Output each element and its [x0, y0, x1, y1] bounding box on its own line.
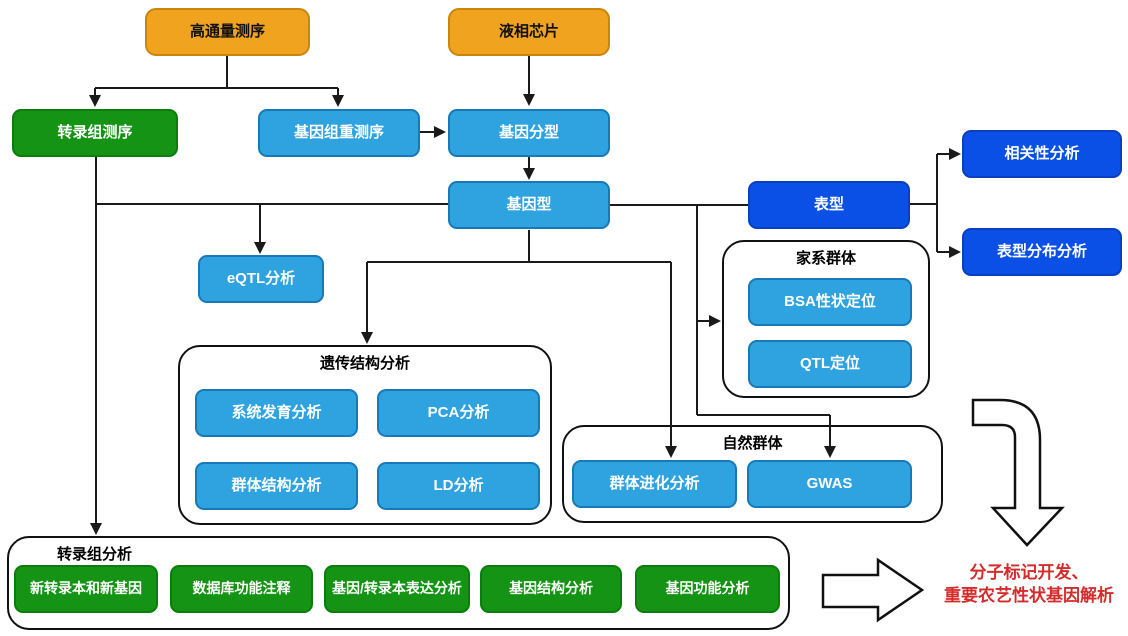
node-bsa-trait-mapping: BSA性状定位: [748, 278, 912, 326]
node-correlation-analysis: 相关性分析: [962, 130, 1122, 178]
node-phenotype-distribution-analysis: 表型分布分析: [962, 228, 1122, 276]
node-gene-transcript-expression-analysis: 基因/转录本表达分析: [324, 565, 470, 613]
result-text-line1: 分子标记开发、: [969, 563, 1089, 582]
node-liquid-chip: 液相芯片: [448, 8, 610, 56]
node-phenotype: 表型: [748, 181, 910, 229]
node-population-structure-analysis: 群体结构分析: [195, 462, 358, 510]
node-genotype: 基因型: [448, 181, 610, 229]
node-transcriptome-seq: 转录组测序: [12, 109, 178, 157]
node-eqtl-analysis: eQTL分析: [198, 255, 324, 303]
group-family-population-title: 家系群体: [795, 250, 856, 267]
node-genotyping: 基因分型: [448, 109, 610, 157]
node-novel-transcripts-and-genes: 新转录本和新基因: [14, 565, 158, 613]
node-population-evolution-analysis: 群体进化分析: [572, 460, 737, 508]
flow-right-arrow-shape: [821, 557, 925, 623]
node-phylogenetic-analysis: 系统发育分析: [195, 389, 358, 437]
node-database-functional-annotation: 数据库功能注释: [170, 565, 313, 613]
result-text: 分子标记开发、 重要农艺性状基因解析: [930, 562, 1128, 608]
node-pca-analysis: PCA分析: [377, 389, 540, 437]
group-transcriptome-analysis-title: 转录组分析: [57, 546, 133, 563]
group-genetic-structure-title: 遗传结构分析: [319, 355, 410, 372]
node-gwas: GWAS: [747, 460, 912, 508]
node-high-throughput-seq: 高通量测序: [145, 8, 310, 56]
node-gene-function-analysis: 基因功能分析: [635, 565, 780, 613]
node-ld-analysis: LD分析: [377, 462, 540, 510]
node-qtl-mapping: QTL定位: [748, 340, 912, 388]
group-natural-population-title: 自然群体: [722, 435, 783, 452]
node-gene-structure-analysis: 基因结构分析: [480, 565, 622, 613]
bent-down-arrow-shape: [971, 398, 1065, 547]
node-genome-reseq: 基因组重测序: [258, 109, 420, 157]
result-text-line2: 重要农艺性状基因解析: [944, 585, 1114, 605]
